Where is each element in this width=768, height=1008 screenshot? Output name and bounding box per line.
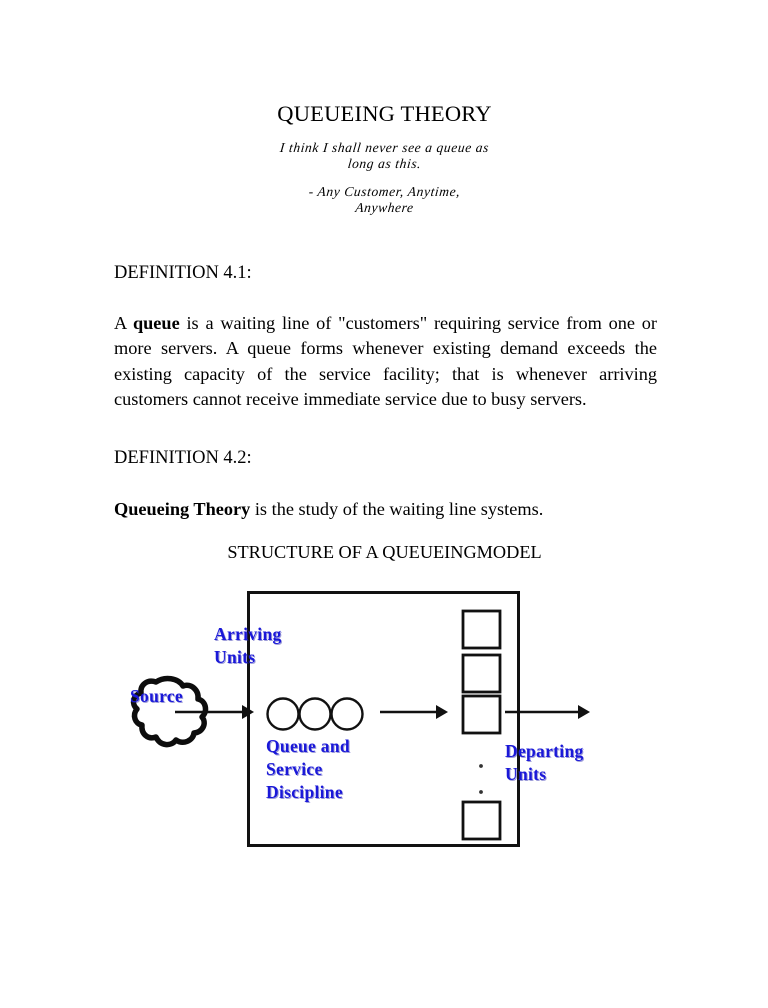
arriving-units-line-2: Units bbox=[214, 647, 256, 667]
arriving-units-line-1: Arriving bbox=[214, 624, 282, 644]
server-box-2 bbox=[461, 653, 502, 694]
queue-circle-3 bbox=[330, 697, 364, 731]
departing-units-line-1: Departing bbox=[505, 741, 584, 761]
server-box-1 bbox=[461, 609, 502, 650]
definition-4-1-text: is a waiting line of "customers" requiri… bbox=[114, 313, 657, 409]
definition-4-2-heading: DEFINITION 4.2: bbox=[114, 448, 252, 468]
server-box-4 bbox=[461, 800, 502, 841]
queueing-model-diagram: Source Arriving Units Queue and Service … bbox=[120, 575, 650, 875]
diagram-canvas bbox=[130, 591, 590, 847]
definition-4-2-paragraph: Queueing Theory is the study of the wait… bbox=[114, 497, 657, 522]
quote-line-1: I think I shall never see a queue as bbox=[279, 140, 490, 155]
definition-4-1-lead: A bbox=[114, 313, 133, 333]
definition-4-1-term: queue bbox=[132, 313, 180, 333]
departing-units-line-2: Units bbox=[505, 764, 547, 784]
queue-label-line-2: Service bbox=[266, 759, 323, 779]
epigraph-quote: I think I shall never see a queue as lon… bbox=[114, 140, 655, 216]
queue-label-line-3: Discipline bbox=[266, 782, 343, 802]
ellipsis-dot-1 bbox=[479, 764, 483, 768]
ellipsis-dot-2 bbox=[479, 790, 483, 794]
definition-4-2-text: is the study of the waiting line systems… bbox=[250, 499, 544, 519]
definition-4-2-term: Queueing Theory bbox=[114, 499, 251, 519]
arrow-servers-to-departing bbox=[505, 705, 590, 719]
diagram-label-queue-and-service-discipline: Queue and Service Discipline bbox=[266, 735, 350, 804]
server-box-3 bbox=[461, 694, 502, 735]
quote-line-2: long as this. bbox=[347, 156, 423, 171]
structure-section-heading: STRUCTURE OF A QUEUEINGMODEL bbox=[227, 542, 542, 562]
definition-4-1-paragraph: A queue is a waiting line of "customers"… bbox=[114, 311, 657, 412]
system-boundary-box bbox=[247, 591, 520, 847]
queue-circle-2 bbox=[298, 697, 332, 731]
quote-attribution-2: Anywhere bbox=[354, 200, 415, 215]
page-title: QUEUEING THEORY bbox=[277, 101, 492, 126]
diagram-label-departing-units: Departing Units bbox=[505, 740, 584, 786]
definition-4-1-heading: DEFINITION 4.1: bbox=[114, 263, 252, 283]
quote-attribution-1: - Any Customer, Anytime, bbox=[307, 184, 462, 199]
queue-label-line-1: Queue and bbox=[266, 736, 350, 756]
source-cloud-shape bbox=[130, 675, 209, 748]
diagram-label-source: Source bbox=[130, 686, 184, 706]
arrow-queue-to-servers bbox=[380, 705, 448, 719]
queue-circle-1 bbox=[266, 697, 300, 731]
diagram-label-arriving-units: Arriving Units bbox=[214, 623, 282, 669]
arrow-source-to-system bbox=[175, 705, 254, 719]
